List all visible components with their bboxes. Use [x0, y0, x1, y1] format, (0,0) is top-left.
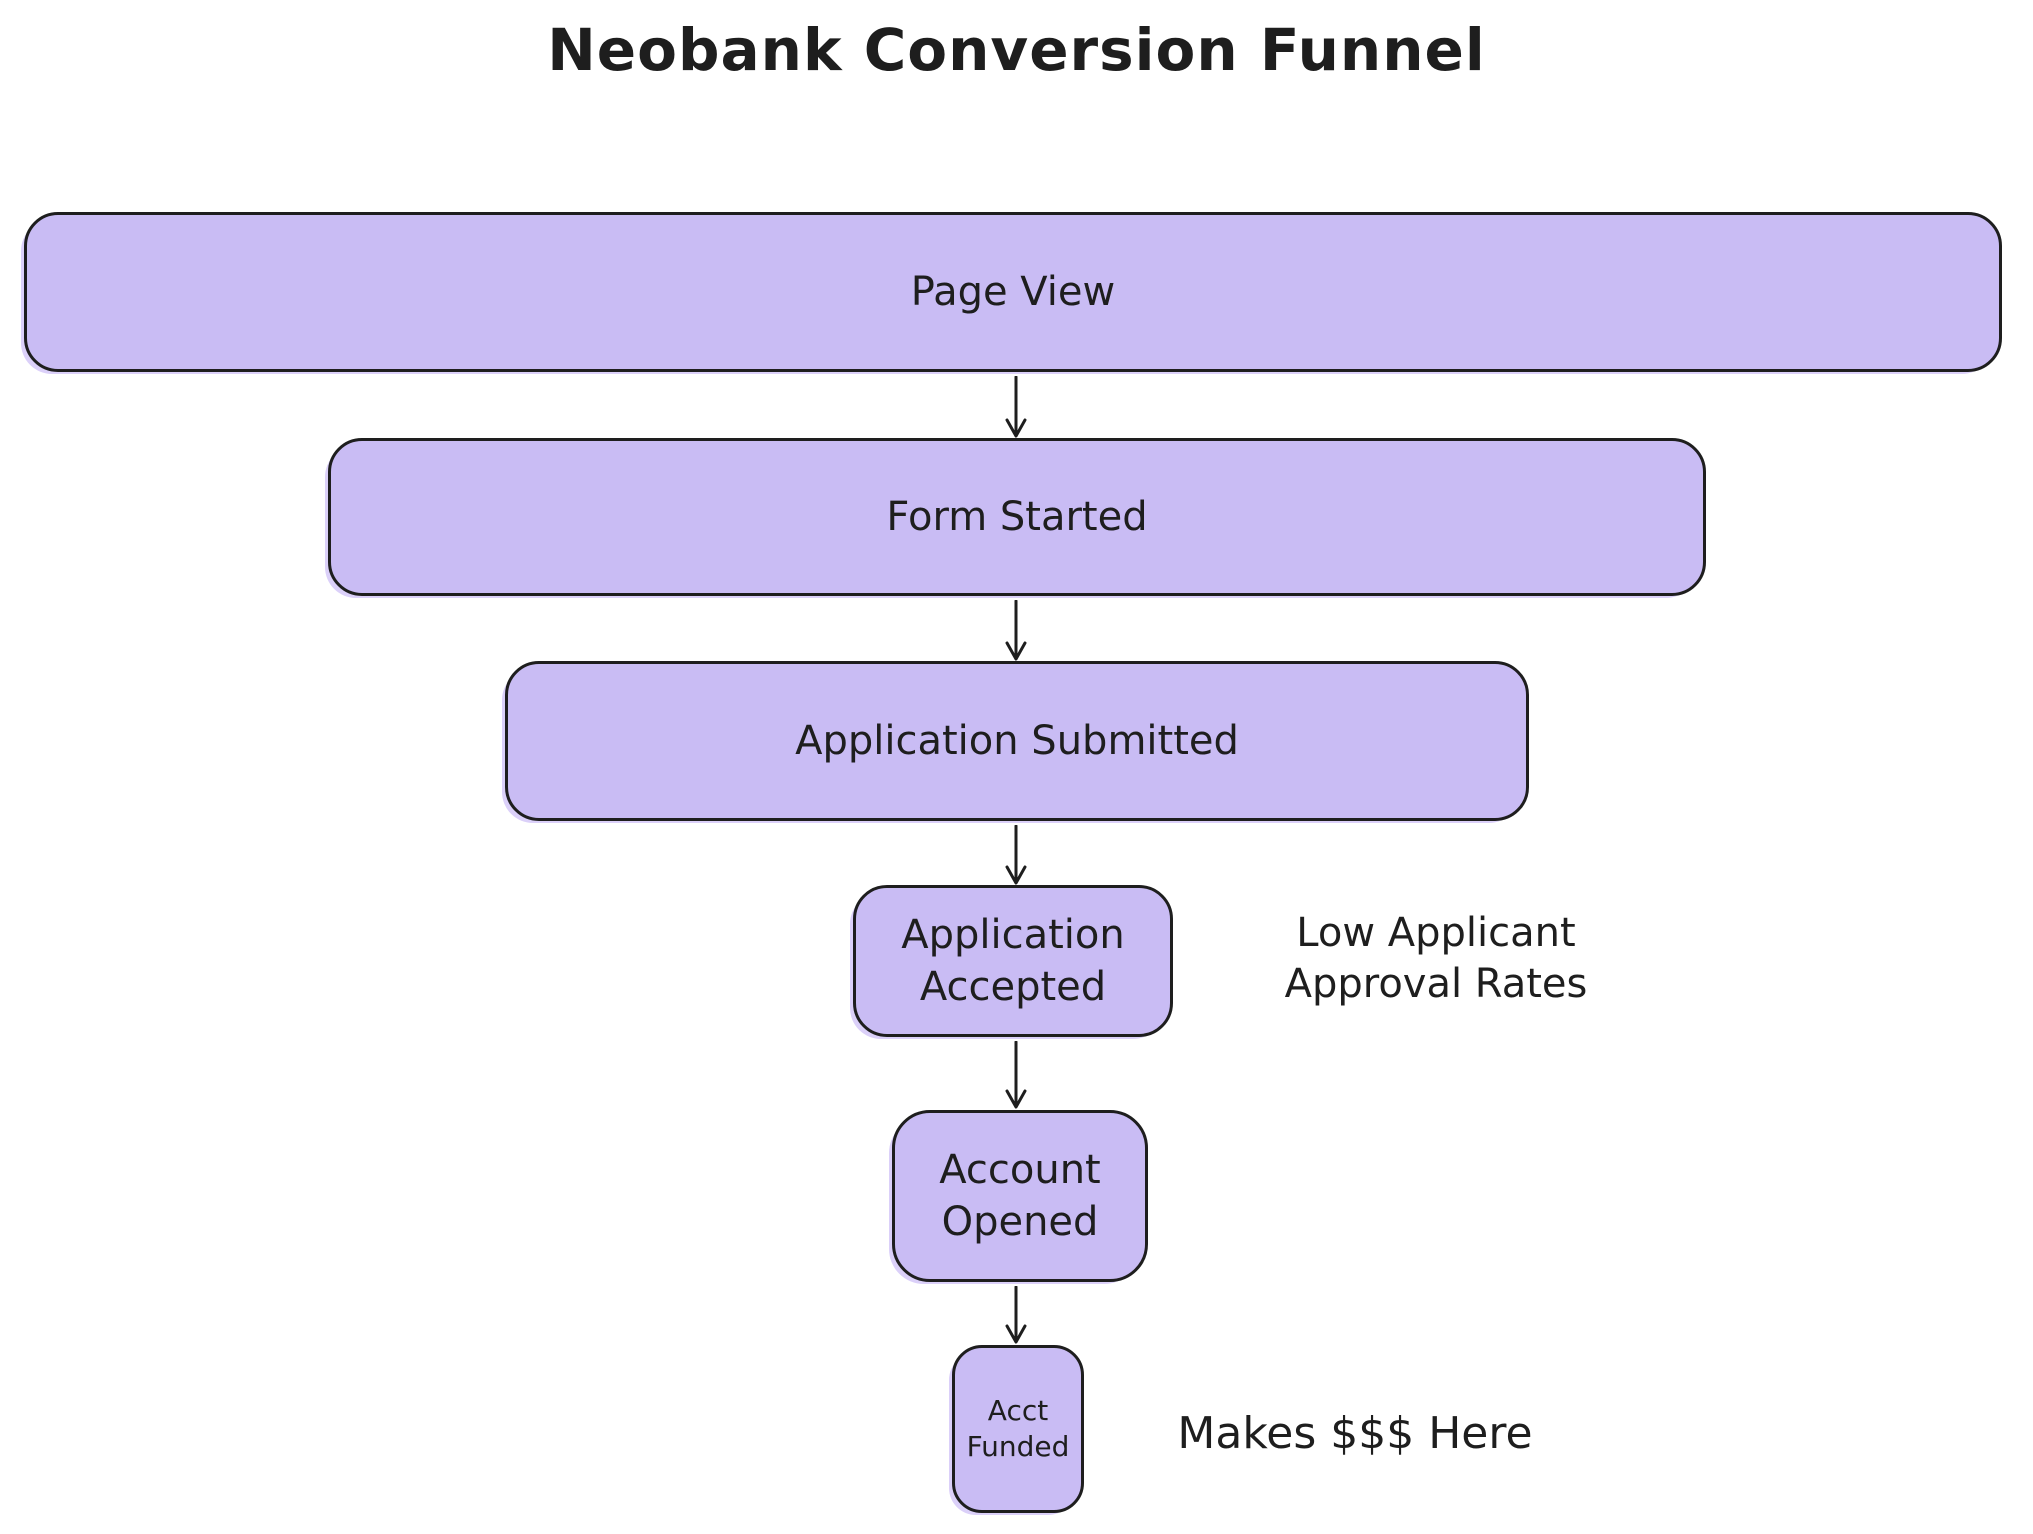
- stage-label: Application Submitted: [795, 718, 1239, 764]
- arrow-down-icon: [1003, 376, 1029, 438]
- diagram-title: Neobank Conversion Funnel: [547, 16, 1486, 84]
- arrow-down-icon: [1003, 1041, 1029, 1109]
- stage-label: Page View: [910, 269, 1116, 315]
- stage-label: Form Started: [886, 494, 1148, 540]
- funnel-stage-form-started: Form Started: [328, 438, 1706, 596]
- annotation-low-approval-rates: Low Applicant Approval Rates: [1240, 908, 1632, 1010]
- annotation-line: Low Applicant: [1296, 910, 1576, 956]
- arrow-down-icon: [1003, 600, 1029, 661]
- stage-label: Application Accepted: [901, 912, 1125, 1010]
- arrow-down-icon: [1003, 825, 1029, 885]
- annotation-line: Makes $$$ Here: [1177, 1408, 1533, 1459]
- funnel-stage-account-opened: Account Opened: [892, 1110, 1148, 1282]
- funnel-stage-acct-funded: Acct Funded: [952, 1345, 1084, 1513]
- annotation-makes-money-here: Makes $$$ Here: [1150, 1406, 1560, 1462]
- stage-label: Account Opened: [939, 1147, 1101, 1245]
- arrow-down-icon: [1003, 1286, 1029, 1344]
- funnel-stage-application-accepted: Application Accepted: [853, 885, 1173, 1037]
- funnel-stage-application-submitted: Application Submitted: [505, 661, 1529, 821]
- annotation-line: Approval Rates: [1284, 961, 1588, 1008]
- funnel-stage-page-view: Page View: [24, 212, 2002, 372]
- stage-label: Acct Funded: [966, 1393, 1070, 1463]
